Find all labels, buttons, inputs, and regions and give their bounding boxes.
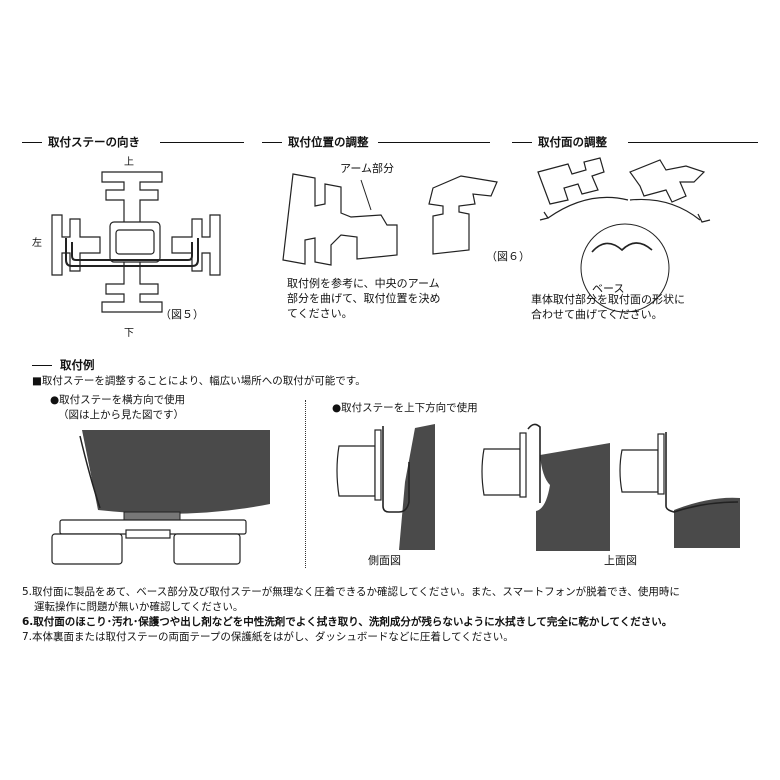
position-title: 取付位置の調整 [288, 135, 369, 149]
divider-left-1 [22, 142, 42, 143]
figure-5-label: （図５） [160, 308, 204, 321]
orientation-title: 取付ステーの向き [48, 135, 140, 149]
label-left: 左 [32, 238, 42, 249]
divider-right-1 [512, 142, 532, 143]
label-down: 下 [124, 328, 134, 339]
arm-label: アーム部分 [340, 162, 395, 175]
note-6: 6.取付面のほこり･汚れ･保護つや出し剤などを中性洗剤でよく拭き取り、洗剤成分が… [22, 616, 673, 628]
divider-mid-2 [378, 142, 490, 143]
arm-bend-diagram [282, 173, 498, 266]
horizontal-usage-illustration [51, 430, 270, 565]
vertical-top-view-dash [481, 423, 610, 551]
divider-example-1 [32, 365, 52, 366]
vertical-side-view [336, 424, 435, 550]
divider-right-2 [628, 142, 758, 143]
divider-left-2 [160, 142, 244, 143]
example-divider-vertical [305, 400, 306, 568]
label-up: 上 [124, 157, 134, 168]
example-title: 取付例 [60, 358, 95, 372]
vertical-title: ●取付ステーを上下方向で使用 [332, 402, 478, 414]
figure-6-label: （図６） [486, 250, 530, 263]
base-label: ベース [592, 282, 625, 295]
vertical-top-view-curve [619, 432, 740, 548]
side-view-label: 側面図 [368, 554, 401, 567]
stay-orientation-diagram [51, 171, 221, 313]
note-5-line-1: 5.取付面に製品をあて、ベース部分及び取付ステーが無理なく圧着できるか確認してく… [22, 586, 680, 598]
note-7: 7.本体裏面または取付ステーの両面テープの保護紙をはがし、ダッシュボードなどに圧… [22, 631, 514, 643]
surface-title: 取付面の調整 [538, 135, 607, 149]
surface-bend-diagram [537, 157, 711, 313]
horizontal-note: （図は上から見た図です） [58, 409, 184, 421]
position-desc-line-2: 部分を曲げて、取付位置を決め [287, 292, 441, 305]
position-desc-line-1: 取付例を参考に、中央のアーム [287, 277, 440, 290]
position-desc-line-3: てください。 [287, 307, 353, 320]
horizontal-title: ●取付ステーを横方向で使用 [50, 394, 186, 406]
divider-mid-1 [262, 142, 282, 143]
note-5-line-2: 運転操作に問題が無いか確認してください。 [34, 601, 244, 613]
surface-desc-line-2: 合わせて曲げてください。 [531, 308, 663, 321]
example-lead: ■取付ステーを調整することにより、幅広い場所への取付が可能です。 [32, 375, 366, 387]
surface-desc-line-1: 車体取付部分を取付面の形状に [531, 293, 685, 306]
top-view-label: 上面図 [604, 554, 637, 567]
